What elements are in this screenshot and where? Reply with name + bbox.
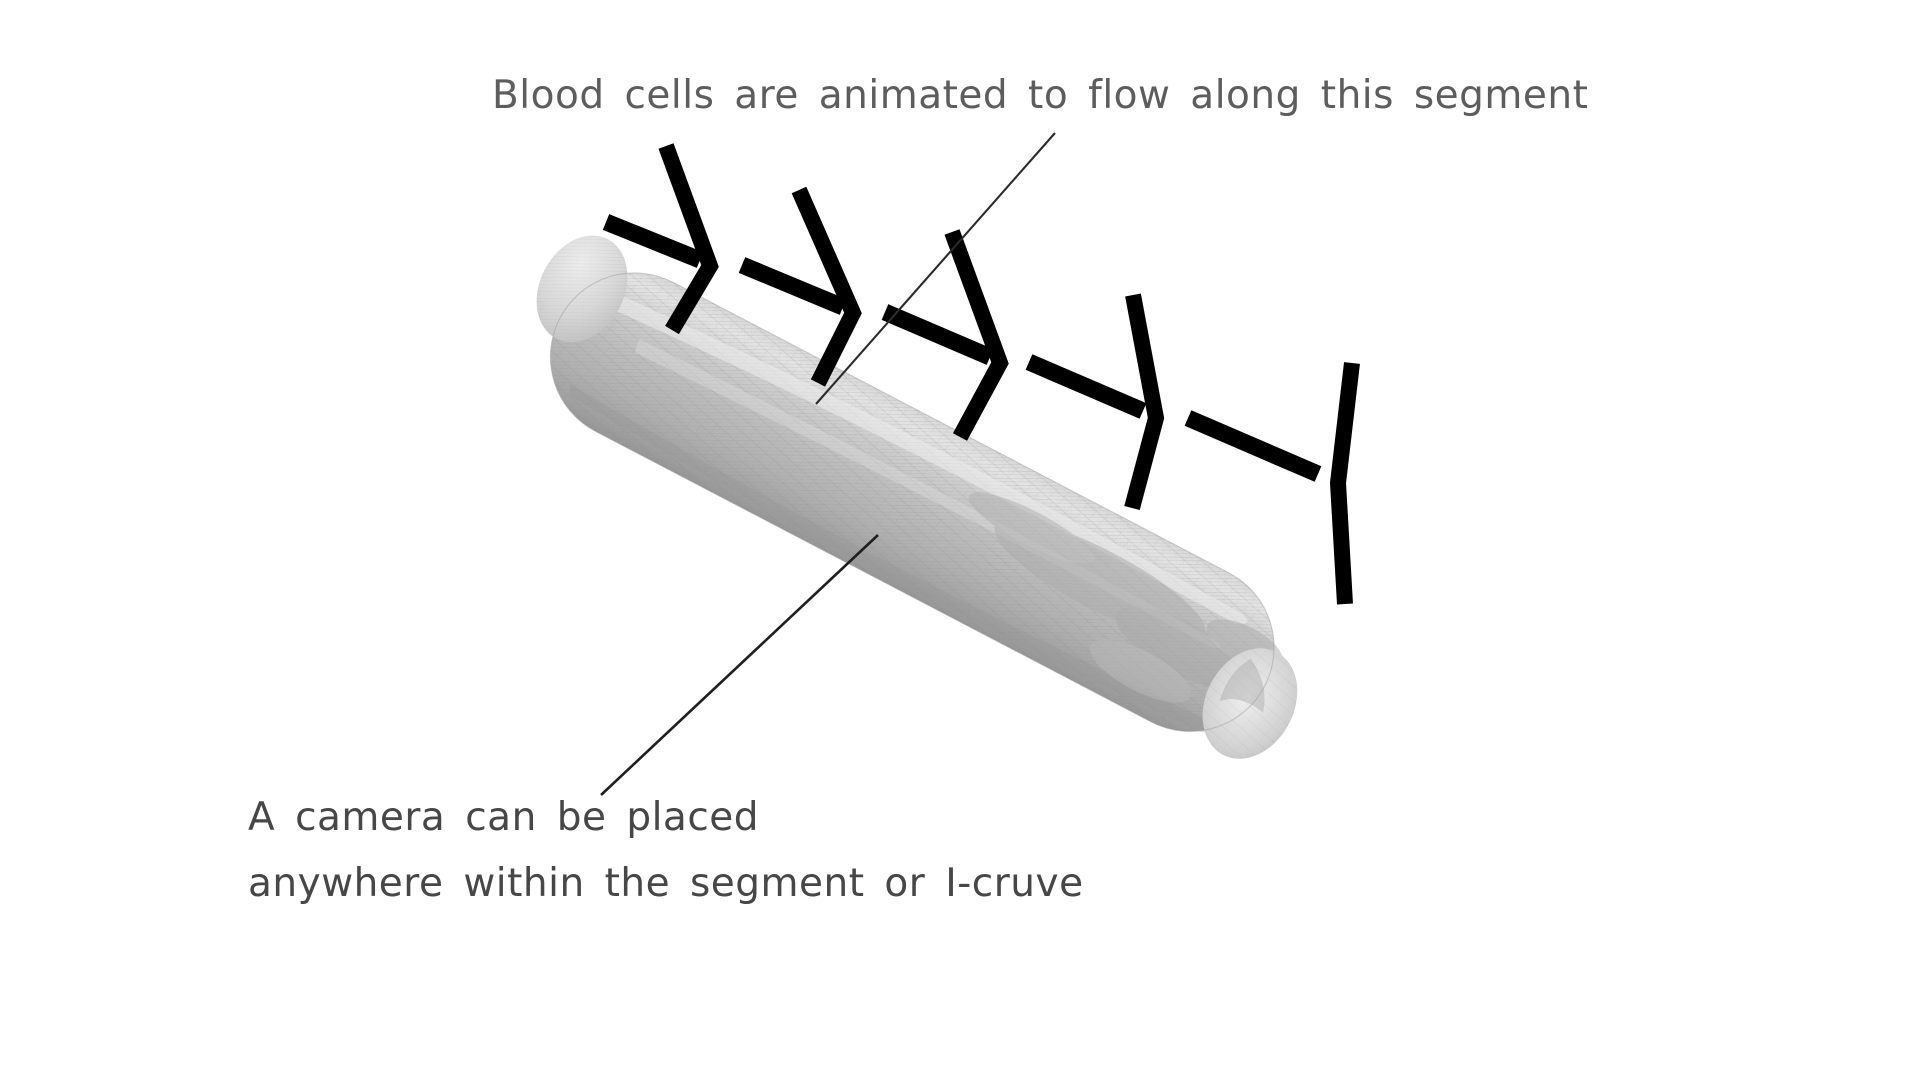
vessel-cap-right-texture	[1202, 648, 1298, 759]
flow-arrow-4	[1025, 293, 1165, 511]
bottom-annotation-line-1: A camera can be placed	[248, 795, 760, 840]
flow-arrow-2	[738, 186, 862, 387]
vessel-cap-right-detail	[1219, 658, 1265, 713]
leader-line-bottom	[600, 534, 879, 796]
flow-arrow-5	[1184, 362, 1360, 605]
vessel-shadow-band	[569, 384, 1214, 733]
bottom-annotation-line-2: anywhere within the segment or I-cruve	[248, 861, 1084, 906]
vessel-cap-left-texture	[536, 235, 628, 343]
leader-line-top	[815, 132, 1056, 405]
vessel-geometry	[536, 235, 1298, 759]
bottom-annotation-text: A camera can be placed anywhere within th…	[248, 785, 1084, 917]
flow-arrow-1	[602, 143, 719, 335]
vessel-mesh-texture-2	[550, 272, 1275, 732]
top-annotation-text: Blood cells are animated to flow along t…	[492, 73, 1589, 118]
vessel-outline	[549, 272, 1275, 732]
flow-arrow-3	[881, 229, 1009, 441]
